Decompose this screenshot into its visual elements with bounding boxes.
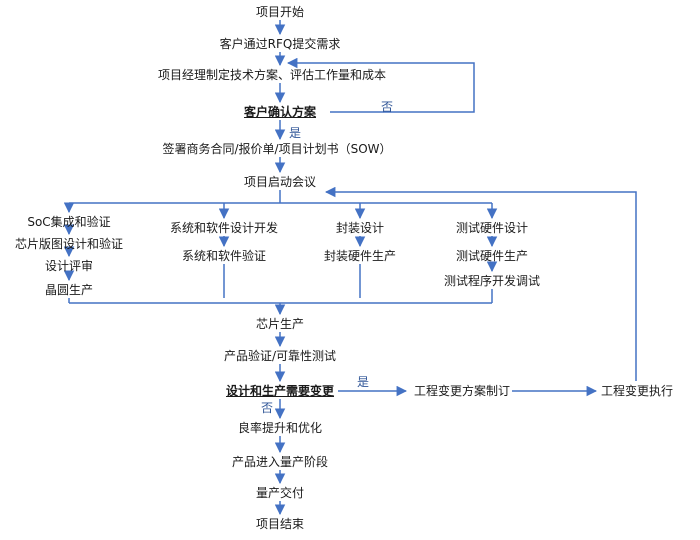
node-volume-delivery: 量产交付 xyxy=(255,486,305,500)
node-sw-verify: 系统和软件验证 xyxy=(181,249,267,263)
node-chip-layout: 芯片版图设计和验证 xyxy=(14,237,124,251)
node-design-review: 设计评审 xyxy=(44,259,94,273)
node-sign-contract: 签署商务合同/报价单/项目计划书（SOW） xyxy=(162,142,392,156)
edge-label-change-no: 否 xyxy=(261,401,274,415)
node-change-required: 设计和生产需要变更 xyxy=(225,384,335,398)
node-test-hw-design: 测试硬件设计 xyxy=(455,221,529,235)
node-soc-integration: SoC集成和验证 xyxy=(27,215,111,229)
node-customer-confirm: 客户确认方案 xyxy=(243,105,317,119)
node-test-hw-production: 测试硬件生产 xyxy=(455,249,529,263)
loop-confirm-no xyxy=(286,57,475,113)
edge-label-confirm-no: 否 xyxy=(381,100,394,114)
node-project-start: 项目开始 xyxy=(255,5,305,19)
node-test-program-dev: 测试程序开发调试 xyxy=(443,274,541,288)
node-sw-design-dev: 系统和软件设计开发 xyxy=(169,221,279,235)
node-package-design: 封装设计 xyxy=(335,221,385,235)
node-yield-improvement: 良率提升和优化 xyxy=(237,421,323,435)
node-chip-production: 芯片生产 xyxy=(255,317,305,331)
node-rfq: 客户通过RFQ提交需求 xyxy=(219,37,341,51)
loop-exec-kickoff xyxy=(324,186,637,381)
node-change-execution: 工程变更执行 xyxy=(601,384,674,398)
node-project-end: 项目结束 xyxy=(255,517,305,531)
node-package-production: 封装硬件生产 xyxy=(323,249,397,263)
node-mass-production: 产品进入量产阶段 xyxy=(231,455,329,469)
edge-label-change-yes: 是 xyxy=(357,375,370,389)
node-change-plan: 工程变更方案制订 xyxy=(414,384,511,398)
node-wafer-production: 晶圆生产 xyxy=(44,283,94,297)
node-tech-plan: 项目经理制定技术方案、评估工作量和成本 xyxy=(157,68,387,82)
node-kickoff-meeting: 项目启动会议 xyxy=(243,175,317,189)
edge-label-confirm-yes: 是 xyxy=(289,126,302,140)
node-reliability-test: 产品验证/可靠性测试 xyxy=(223,349,337,363)
